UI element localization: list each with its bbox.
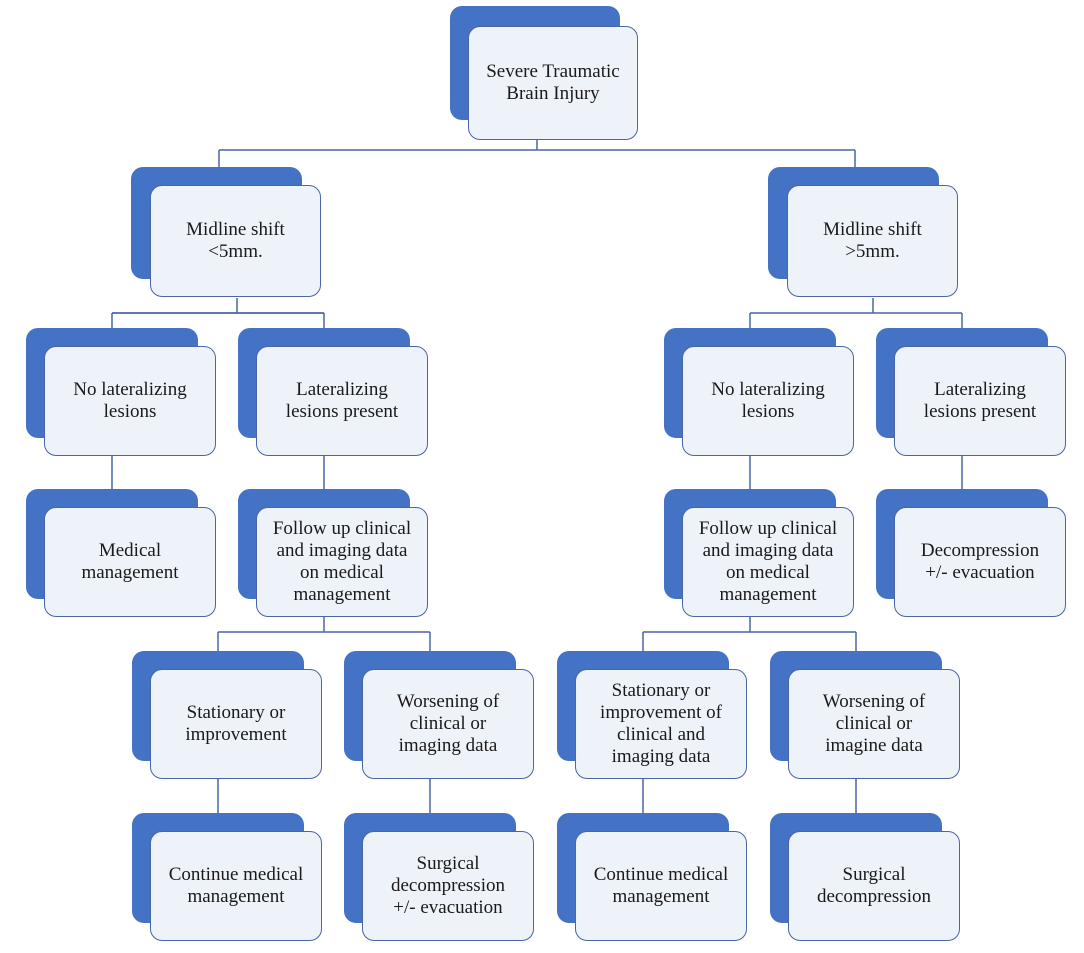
- node-label: No lateralizing lesions: [73, 379, 187, 422]
- node-label: Decompression +/- evacuation: [920, 540, 1040, 583]
- node-label: Midline shift <5mm.: [186, 219, 285, 262]
- node-label: Lateralizing lesions present: [285, 379, 399, 422]
- node-label: No lateralizing lesions: [711, 379, 825, 422]
- node-label: Lateralizing lesions present: [923, 379, 1037, 422]
- node-label: Continue medical management: [168, 864, 304, 907]
- node-label: Follow up clinical and imaging data on m…: [698, 518, 838, 605]
- node-label: Worsening of clinical or imagine data: [822, 691, 926, 756]
- node-label: Worsening of clinical or imaging data: [396, 691, 500, 756]
- node-label: Continue medical management: [593, 864, 729, 907]
- node-label: Stationary or improvement of clinical an…: [600, 680, 722, 767]
- node-label: Surgical decompression: [817, 864, 931, 907]
- node-label: Surgical decompression +/- evacuation: [391, 853, 505, 918]
- node-label: Follow up clinical and imaging data on m…: [272, 518, 412, 605]
- node-label: Midline shift >5mm.: [823, 219, 922, 262]
- node-label: Medical management: [81, 540, 179, 583]
- node-label: Stationary or improvement: [185, 702, 287, 745]
- node-label: Severe Traumatic Brain Injury: [486, 61, 620, 104]
